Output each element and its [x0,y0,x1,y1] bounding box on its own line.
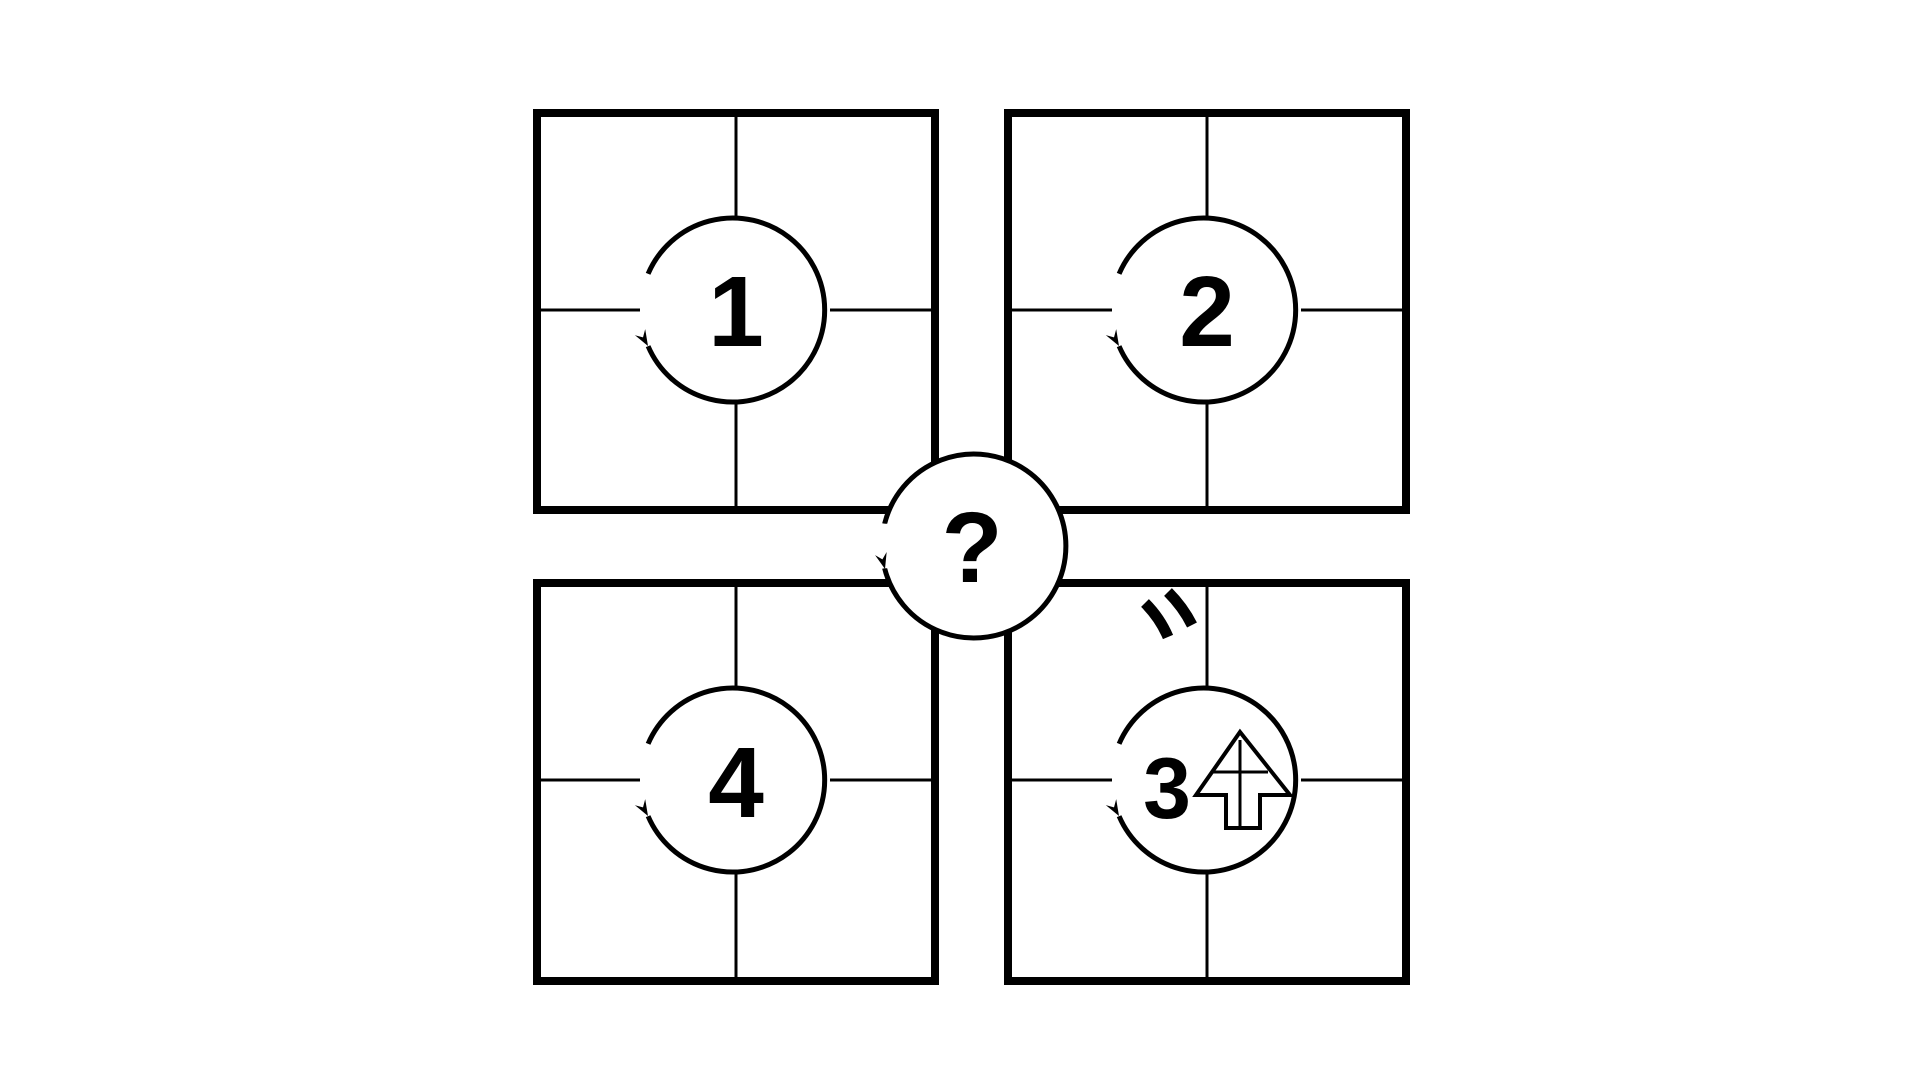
panel-top-left: 1 [533,109,939,514]
panel-label-2: 2 [1179,256,1235,368]
up-arrow-house-icon [1192,728,1295,830]
panel-label-4: 4 [708,727,764,839]
center-question: ? [875,451,1069,641]
rotation-circle-arc [645,215,828,405]
panel-top-right: 2 [1004,109,1410,514]
rotation-circle-arc [1116,215,1299,405]
panel-label-1: 1 [708,256,764,368]
sound-marks-icon [1141,588,1197,640]
rotation-circle-arc [1116,685,1299,875]
center-label: ? [941,492,1002,604]
rotation-circle-arc [645,685,828,875]
center-circle-arc [882,451,1069,641]
panel-bottom-left: 4 [533,579,939,985]
panel-bottom-right: 3 [1004,579,1410,985]
panel-label-3: 3 [1143,741,1191,837]
